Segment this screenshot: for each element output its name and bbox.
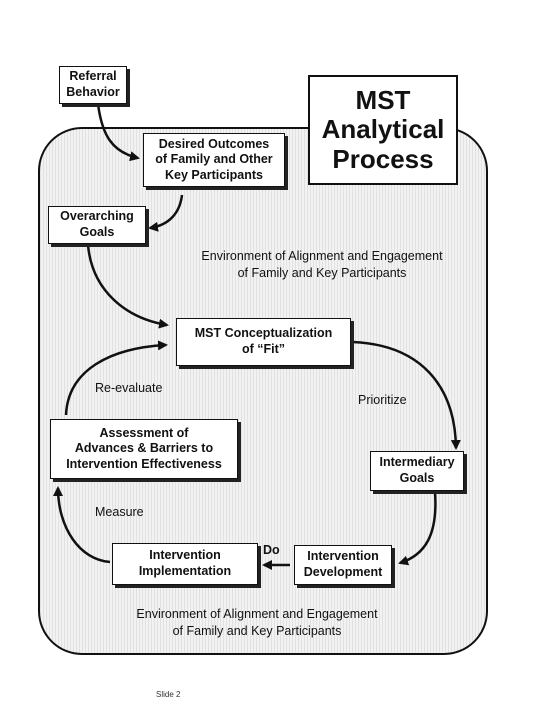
overarching-line-1: Overarching	[60, 209, 134, 224]
assessment-box: Assessment of Advances & Barriers to Int…	[50, 419, 238, 479]
label-prioritize: Prioritize	[358, 393, 407, 407]
overarching-line-2: Goals	[79, 225, 115, 239]
environment-text-top: Environment of Alignment and Engagement …	[172, 248, 472, 282]
arrow-intermediary-to-development	[398, 491, 437, 566]
arrow-referral-to-desired	[96, 103, 140, 162]
env-top-line-2: of Family and Key Participants	[237, 265, 407, 280]
arrow-overarching-to-conceptualization	[86, 244, 169, 329]
intermediary-goals-box: Intermediary Goals	[370, 451, 464, 491]
desired-line-2: of Family and Other	[155, 152, 273, 167]
title-line-1: MST	[355, 85, 411, 116]
mst-title-box: MST Analytical Process	[308, 75, 458, 185]
assessment-line-1: Assessment of	[99, 425, 189, 440]
development-line-1: Intervention	[307, 549, 379, 564]
label-do: Do	[263, 543, 280, 557]
overarching-goals-box: Overarching Goals	[48, 206, 146, 244]
conceptualization-line-2: of “Fit”	[241, 342, 286, 356]
assessment-line-2: Advances & Barriers to	[74, 441, 214, 456]
referral-behavior-box: Referral Behavior	[59, 66, 127, 104]
env-bottom-line-1: Environment of Alignment and Engagement	[136, 607, 378, 621]
title-line-3: Process	[332, 143, 434, 174]
arrow-assessment-to-conceptualization	[64, 340, 168, 416]
arrow-conceptualization-to-intermediary	[352, 340, 461, 450]
env-bottom-line-2: of Family and Key Participants	[172, 623, 342, 638]
intervention-implementation-box: Intervention Implementation	[112, 543, 258, 585]
env-top-line-1: Environment of Alignment and Engagement	[201, 249, 443, 263]
desired-line-1: Desired Outcomes	[158, 136, 270, 151]
title-line-2: Analytical	[321, 114, 445, 145]
intermediary-line-2: Goals	[399, 471, 435, 485]
assessment-line-3: Intervention Effectiveness	[66, 456, 222, 471]
referral-line-1: Referral	[69, 69, 117, 84]
intermediary-line-1: Intermediary	[379, 455, 455, 470]
slide-footer: Slide 2	[156, 690, 181, 699]
arrow-implementation-to-assessment	[53, 486, 111, 564]
implementation-line-2: Implementation	[138, 564, 232, 578]
label-reevaluate: Re-evaluate	[95, 381, 163, 395]
arrow-desired-to-overarching	[148, 194, 184, 232]
referral-line-2: Behavior	[66, 85, 120, 99]
implementation-line-1: Intervention	[149, 548, 221, 563]
mst-conceptualization-box: MST Conceptualization of “Fit”	[176, 318, 351, 366]
intervention-development-box: Intervention Development	[294, 545, 392, 585]
desired-line-3: Key Participants	[165, 167, 263, 182]
label-measure: Measure	[95, 505, 144, 519]
environment-text-bottom: Environment of Alignment and Engagement …	[102, 606, 412, 640]
conceptualization-line-1: MST Conceptualization	[194, 326, 333, 341]
development-line-2: Development	[303, 565, 383, 579]
desired-outcomes-box: Desired Outcomes of Family and Other Key…	[143, 133, 285, 187]
